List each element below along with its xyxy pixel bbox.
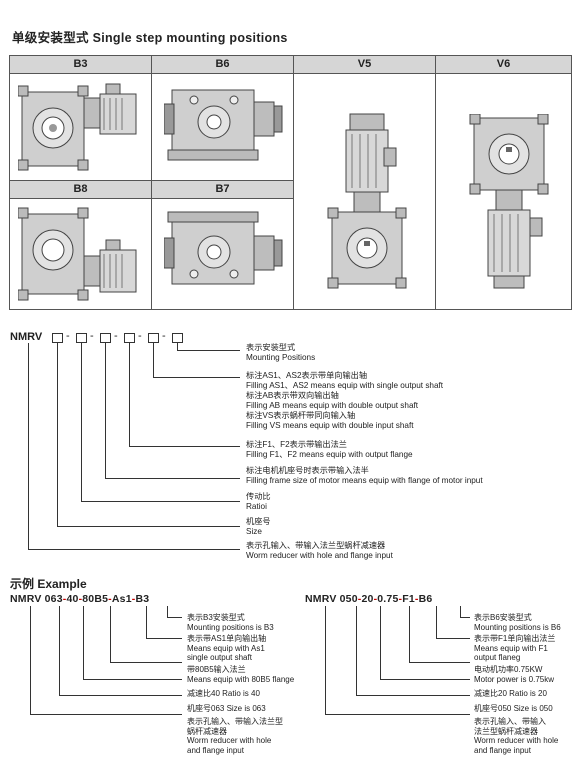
header-v6: V6: [436, 56, 571, 73]
code-slot-flange: [124, 333, 135, 343]
example1-code: NMRV 063-40-80B5-As1-B3: [10, 593, 150, 605]
example1-label-ratio: 减速比40 Ratio is 40: [187, 689, 260, 698]
header-v5: V5: [294, 56, 435, 73]
mounting-positions-grid: B3 B6 V5 V6 B8 B7: [9, 55, 572, 310]
example2-code: NMRV 050-20-0.75-F1-B6: [305, 593, 433, 605]
gear-reducer-v6-image: [469, 114, 549, 289]
gear-reducer-v5-image: [327, 113, 407, 289]
example-title: 示例 Example: [10, 577, 87, 591]
page-title: 单级安装型式 Single step mounting positions: [12, 31, 288, 45]
gear-reducer-b7-image: [164, 211, 283, 285]
gear-reducer-b6-image: [164, 89, 283, 161]
code-slot-motor: [100, 333, 111, 343]
example2-label-size: 机座号050 Size is 050: [474, 704, 553, 713]
header-b6: B6: [152, 56, 293, 73]
gear-reducer-b8-image: [18, 207, 137, 301]
code-slot-mounting: [172, 333, 183, 343]
header-b3: B3: [10, 56, 151, 73]
code-slot-size: [52, 333, 63, 343]
example2-label-ratio: 减速比20 Ratio is 20: [474, 689, 547, 698]
example1-label-size: 机座号063 Size is 063: [187, 704, 266, 713]
header-b8: B8: [10, 181, 151, 198]
code-slot-ratio: [76, 333, 87, 343]
gear-reducer-b3-image: [18, 83, 137, 171]
header-b7: B7: [152, 181, 293, 198]
code-slot-shaft: [148, 333, 159, 343]
code-prefix: NMRV: [10, 331, 43, 343]
